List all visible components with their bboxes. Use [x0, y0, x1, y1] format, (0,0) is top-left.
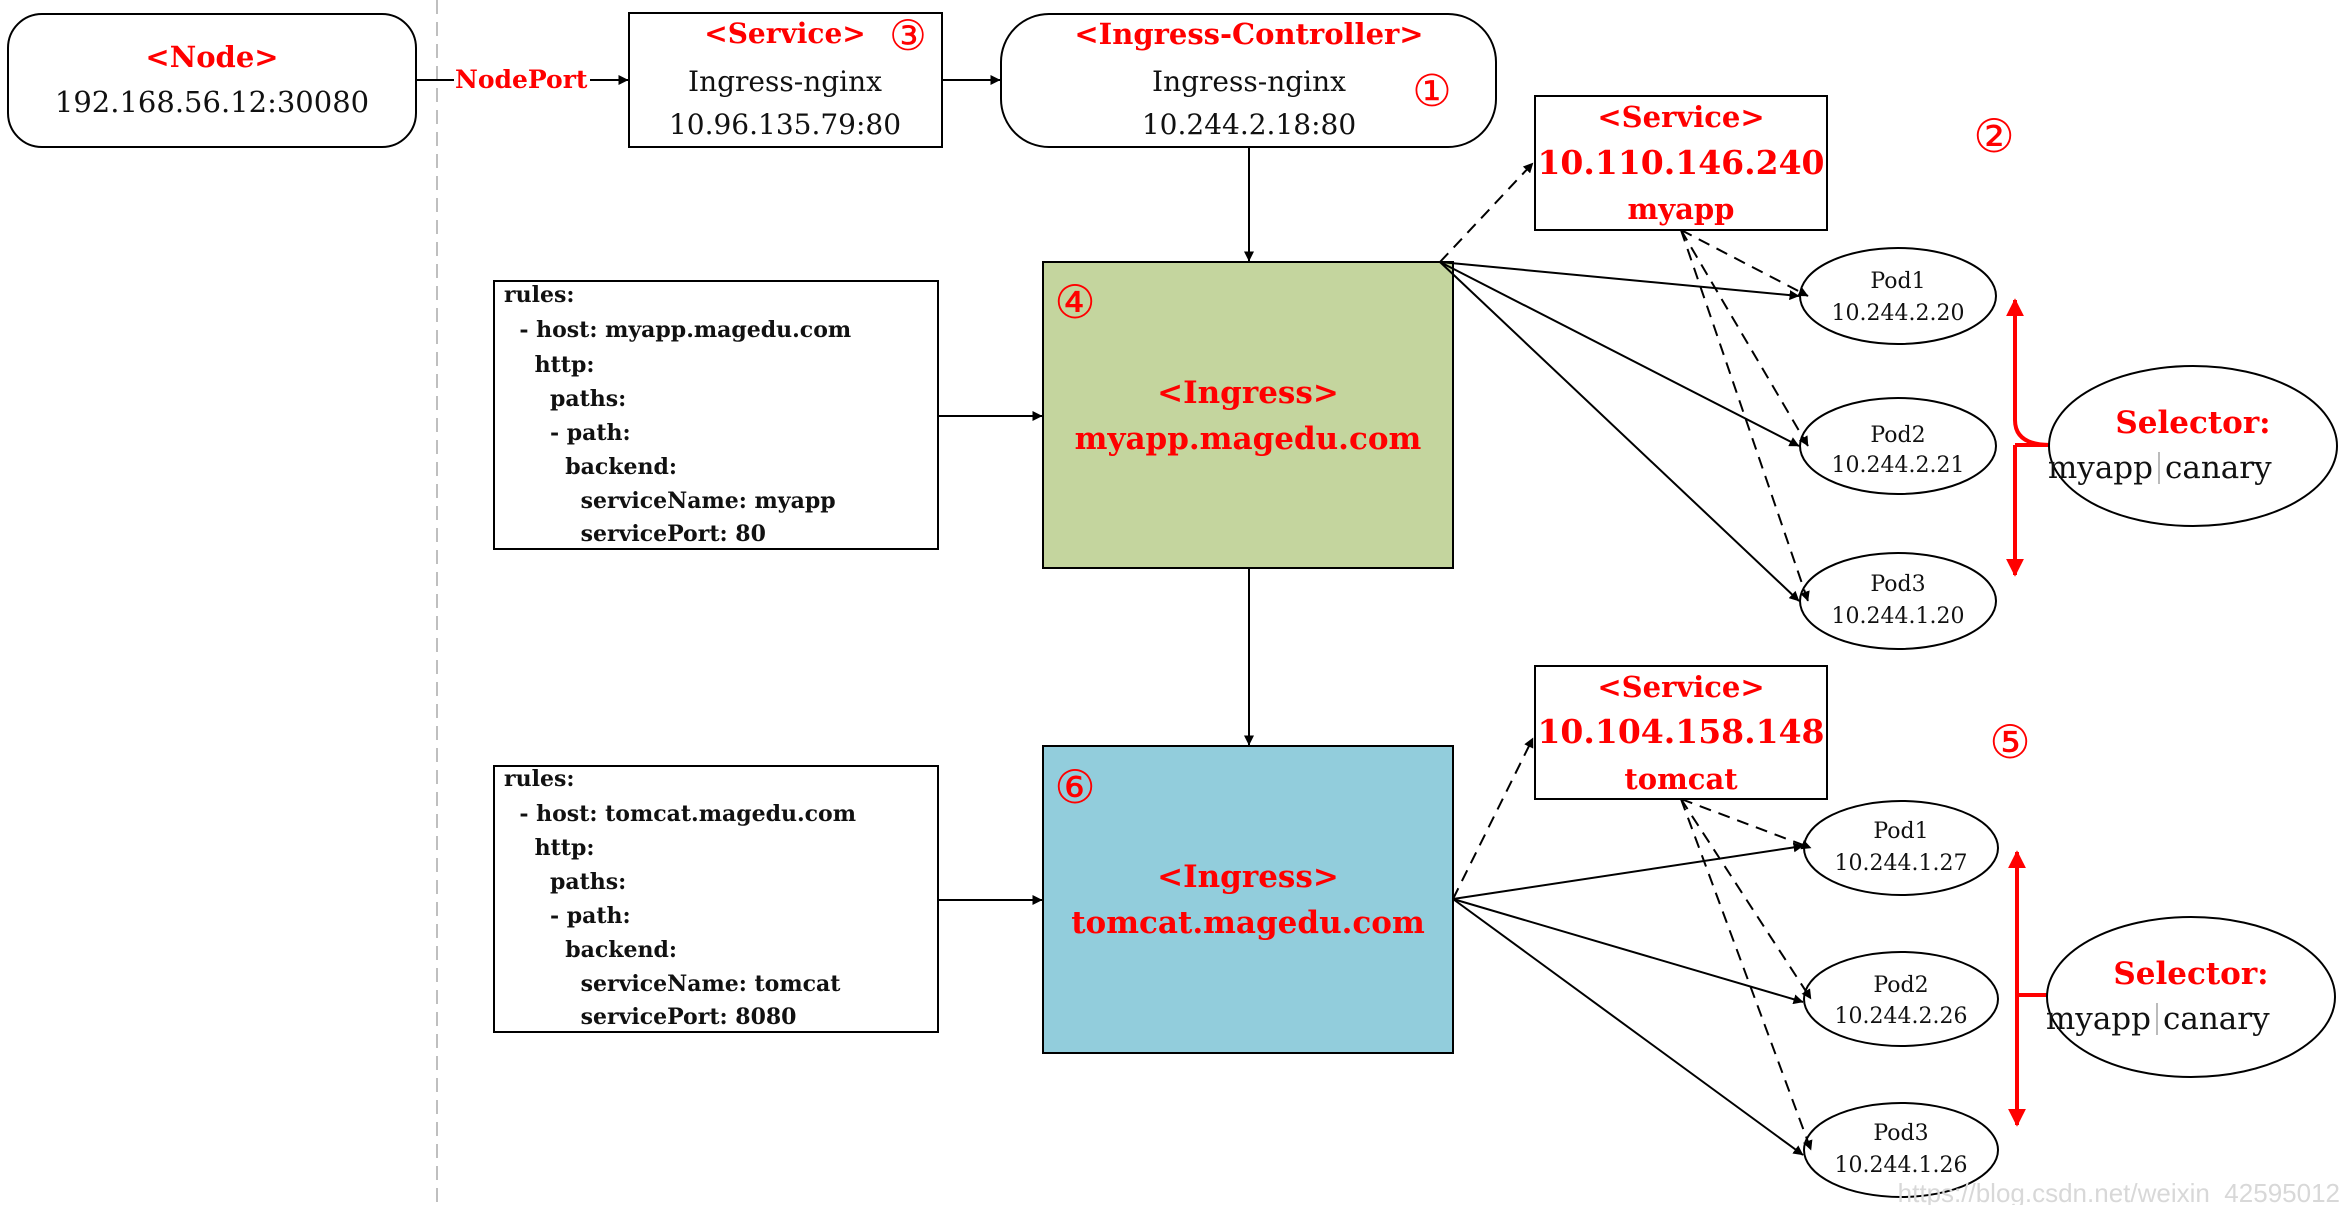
rules-line: rules:	[504, 282, 574, 308]
controller-address: 10.244.2.18:80	[1142, 108, 1356, 141]
rules-line: serviceName: tomcat	[504, 971, 841, 997]
pod: Pod3 10.244.1.26	[1803, 1102, 1999, 1198]
selector-title: Selector:	[2115, 405, 2270, 441]
selector-ellipse	[2048, 365, 2338, 527]
ingress-tomcat-box	[1042, 745, 1454, 1054]
service-tomcat-title: <Service>	[1597, 670, 1764, 704]
pod-name: Pod3	[1870, 572, 1925, 597]
pod-ip: 10.244.2.26	[1835, 1004, 1968, 1029]
pod-name: Pod2	[1873, 973, 1928, 998]
service-to-pod-link	[1680, 798, 1812, 1000]
node-title: <Node>	[145, 40, 278, 74]
ingress-to-pod-link	[1452, 898, 1804, 1156]
ingress-to-pod-link	[1439, 261, 1800, 447]
service-nginx-title: <Service>	[704, 17, 865, 50]
selector-label-a: myapp	[2048, 450, 2153, 486]
service-nginx-marker: ③	[889, 11, 927, 60]
pod: Pod1 10.244.2.20	[1799, 247, 1997, 345]
pod-ip: 10.244.1.27	[1835, 851, 1968, 876]
pod: Pod1 10.244.1.27	[1803, 800, 1999, 896]
service-to-pod-link	[1680, 229, 1810, 602]
nodeport-label: NodePort	[455, 65, 588, 94]
selector-bracket	[2006, 298, 2051, 447]
ingress-to-service-tomcat	[1452, 737, 1534, 900]
rules-line: serviceName: myapp	[504, 488, 836, 514]
ingress-to-pod-link	[1452, 898, 1804, 1005]
rules-line: backend:	[504, 454, 677, 480]
ingress-myapp-title: <Ingress>	[1157, 375, 1339, 411]
service-nginx-box	[628, 12, 943, 148]
rules-line: - path:	[504, 903, 631, 929]
selector-ellipse	[2046, 916, 2336, 1078]
service-myapp-title: <Service>	[1597, 100, 1764, 134]
service-tomcat-marker: ⑤	[1989, 715, 2030, 769]
service-to-pod-link	[1680, 229, 1809, 447]
pod-name: Pod2	[1870, 423, 1925, 448]
ingress-myapp-host: myapp.magedu.com	[1075, 421, 1422, 457]
rules-line: servicePort: 8080	[504, 1004, 797, 1030]
myapp-rules-text: rules: - host: myapp.magedu.com http: pa…	[0, 0, 889, 547]
service-myapp-name: myapp	[1628, 192, 1735, 226]
ingress-to-pod-link	[1452, 842, 1804, 900]
service-to-pod-link	[1680, 798, 1812, 850]
pod-name: Pod3	[1873, 1121, 1928, 1146]
service-nginx-name: Ingress-nginx	[688, 65, 882, 98]
service-tomcat-box	[1534, 665, 1828, 800]
ingress-myapp-box	[1042, 261, 1454, 569]
selector-label-b: canary	[2165, 450, 2272, 486]
rules-line: http:	[504, 835, 594, 861]
rules-line: paths:	[504, 386, 626, 412]
pod: Pod2 10.244.2.21	[1799, 397, 1997, 495]
ingress-tomcat-host: tomcat.magedu.com	[1071, 905, 1425, 941]
rules-line: servicePort: 80	[504, 521, 766, 547]
pod-ip: 10.244.2.21	[1832, 453, 1965, 478]
selector-title: Selector:	[2113, 956, 2268, 992]
pod-name: Pod1	[1870, 269, 1925, 294]
node-box	[7, 13, 417, 148]
watermark: https://blog.csdn.net/weixin_42595012	[1898, 1178, 2340, 1205]
rules-line: paths:	[504, 869, 626, 895]
ingress-tomcat-title: <Ingress>	[1157, 859, 1339, 895]
service-myapp-ip: 10.110.146.240	[1537, 143, 1824, 182]
controller-marker: ①	[1412, 66, 1451, 117]
pod-name: Pod1	[1873, 819, 1928, 844]
rules-line: - host: myapp.magedu.com	[504, 317, 851, 343]
rules-line: backend:	[504, 937, 677, 963]
service-to-pod-link	[1680, 798, 1813, 1151]
ingress-tomcat-marker: ⑥	[1054, 760, 1095, 814]
controller-title: <Ingress-Controller>	[1074, 17, 1423, 51]
ingress-to-pod-link	[1439, 261, 1800, 602]
rules-line: - host: tomcat.magedu.com	[504, 801, 856, 827]
ingress-to-pod-link	[1439, 261, 1800, 301]
service-to-pod-link	[1680, 229, 1809, 297]
selector-label-a: myapp	[2046, 1001, 2151, 1037]
pod-ip: 10.244.1.20	[1832, 604, 1965, 629]
ingress-to-service-myapp	[1439, 162, 1534, 263]
ingress-myapp-marker: ④	[1054, 275, 1095, 329]
pod-ip: 10.244.2.20	[1832, 301, 1965, 326]
service-nginx-address: 10.96.135.79:80	[669, 108, 901, 141]
rules-line: http:	[504, 352, 594, 378]
rules-line: - path:	[504, 420, 631, 446]
myapp-rules-box	[493, 280, 939, 550]
pod-ip: 10.244.1.26	[1835, 1153, 1968, 1178]
pod: Pod3 10.244.1.20	[1799, 552, 1997, 650]
selector-label-b: canary	[2163, 1001, 2270, 1037]
service-myapp-marker: ②	[1973, 109, 2014, 163]
tomcat-rules-text: rules: - host: tomcat.magedu.com http: p…	[0, 0, 894, 1030]
node-address: 192.168.56.12:30080	[55, 85, 369, 119]
tomcat-rules-box	[493, 765, 939, 1033]
controller-name: Ingress-nginx	[1152, 65, 1346, 98]
service-myapp-box	[1534, 95, 1828, 231]
rules-line: rules:	[504, 766, 574, 792]
pod: Pod2 10.244.2.26	[1803, 951, 1999, 1047]
service-tomcat-ip: 10.104.158.148	[1537, 712, 1824, 751]
service-tomcat-name: tomcat	[1624, 762, 1738, 796]
